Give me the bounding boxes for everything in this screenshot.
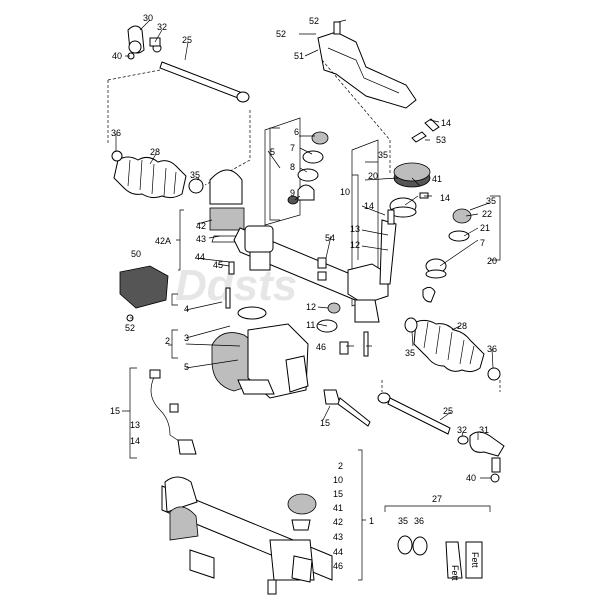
callout-15: 15 xyxy=(110,406,120,416)
list-item-41: 41 xyxy=(333,503,343,513)
callout-46: 46 xyxy=(316,342,326,352)
callout-31: 31 xyxy=(479,425,489,435)
list-item-2: 2 xyxy=(338,461,343,471)
callout-51: 51 xyxy=(294,51,304,61)
leader-lines xyxy=(115,19,494,581)
callout-54: 54 xyxy=(325,233,335,243)
kit-tube-left-label: Fett xyxy=(450,565,460,581)
list-item-43: 43 xyxy=(333,532,343,542)
callout-labels: 30 32 25 40 52 52 51 36 28 35 6 7 5 8 9 … xyxy=(110,13,497,571)
list-item-10: 10 xyxy=(333,475,343,485)
callout-35: 35 xyxy=(398,516,408,526)
wiring-harness xyxy=(149,369,197,455)
callout-14: 14 xyxy=(364,201,374,211)
callout-11: 11 xyxy=(306,320,315,330)
callout-14: 14 xyxy=(130,436,140,446)
callout-5: 5 xyxy=(270,147,275,157)
watermark: Ddsts xyxy=(175,261,297,310)
steering-gear-housing xyxy=(233,209,397,323)
callout-32: 32 xyxy=(457,425,467,435)
sensor-15 xyxy=(323,389,371,427)
callout-36: 36 xyxy=(487,344,497,354)
callout-9: 9 xyxy=(290,188,295,198)
motor-cover xyxy=(119,265,169,322)
callout-35: 35 xyxy=(378,150,388,160)
callout-25: 25 xyxy=(182,35,192,45)
callout-32: 32 xyxy=(157,22,167,32)
callout-12: 12 xyxy=(306,302,316,312)
boot-right xyxy=(404,317,501,381)
callout-52: 52 xyxy=(309,16,319,26)
electric-motor-ecu xyxy=(211,306,309,399)
callout-36: 36 xyxy=(414,516,424,526)
callout-45: 45 xyxy=(213,260,223,270)
callout-35: 35 xyxy=(486,196,496,206)
callout-14: 14 xyxy=(441,118,451,128)
list-item-44: 44 xyxy=(333,547,343,557)
callout-3: 3 xyxy=(184,333,189,343)
tie-rod-left xyxy=(159,61,250,103)
callout-35: 35 xyxy=(405,348,415,358)
callout-43: 43 xyxy=(196,234,206,244)
callout-41: 41 xyxy=(432,174,442,184)
repair-kit: Fett Fett xyxy=(384,505,491,581)
callout-7: 7 xyxy=(290,143,295,153)
callout-20: 20 xyxy=(487,256,497,266)
boot-left xyxy=(111,150,204,199)
callout-22: 22 xyxy=(482,209,492,219)
callout-42: 42 xyxy=(196,221,206,231)
callout-35: 35 xyxy=(190,170,200,180)
heat-shield xyxy=(317,21,417,109)
bolt-45 xyxy=(228,261,235,275)
callout-40: 40 xyxy=(466,473,476,483)
callout-52: 52 xyxy=(276,29,286,39)
tie-rod-end-left xyxy=(127,25,162,60)
callout-10: 10 xyxy=(340,187,350,197)
callout-12: 12 xyxy=(350,240,360,250)
callout-50: 50 xyxy=(131,249,141,259)
callout-44: 44 xyxy=(195,252,205,262)
callout-27: 27 xyxy=(432,494,442,504)
callout-28: 28 xyxy=(150,147,160,157)
pinion-yoke-group xyxy=(389,118,472,303)
callout-4: 4 xyxy=(184,304,189,314)
callout-8: 8 xyxy=(290,162,295,172)
callout-5: 5 xyxy=(184,362,189,372)
tie-rod-right xyxy=(377,392,505,483)
list-item-15: 15 xyxy=(333,489,343,499)
callout-6: 6 xyxy=(294,127,299,137)
kit-tube-right-label: Fett xyxy=(470,552,480,568)
mounting-bracket xyxy=(209,169,245,243)
callout-36: 36 xyxy=(111,128,121,138)
callout-13: 13 xyxy=(350,224,360,234)
list-item-46: 46 xyxy=(333,561,343,571)
callout-20: 20 xyxy=(368,171,378,181)
callout-52: 52 xyxy=(125,323,135,333)
callout-21: 21 xyxy=(480,223,490,233)
callout-14: 14 xyxy=(440,193,450,203)
list-item-1: 1 xyxy=(369,516,374,526)
pinion-cover-parts-group xyxy=(264,117,329,226)
callout-53: 53 xyxy=(436,135,446,145)
callout-30: 30 xyxy=(143,13,153,23)
callout-40: 40 xyxy=(112,51,122,61)
callout-42A: 42A xyxy=(155,236,171,246)
steering-gear-assembled xyxy=(161,476,333,595)
callout-28: 28 xyxy=(457,321,467,331)
bolt-4 xyxy=(225,287,231,309)
callout-13: 13 xyxy=(130,420,140,430)
callout-25: 25 xyxy=(443,406,453,416)
callout-2: 2 xyxy=(165,336,170,346)
callout-7: 7 xyxy=(480,238,485,248)
list-item-42: 42 xyxy=(333,517,343,527)
callout-15: 15 xyxy=(320,418,330,428)
